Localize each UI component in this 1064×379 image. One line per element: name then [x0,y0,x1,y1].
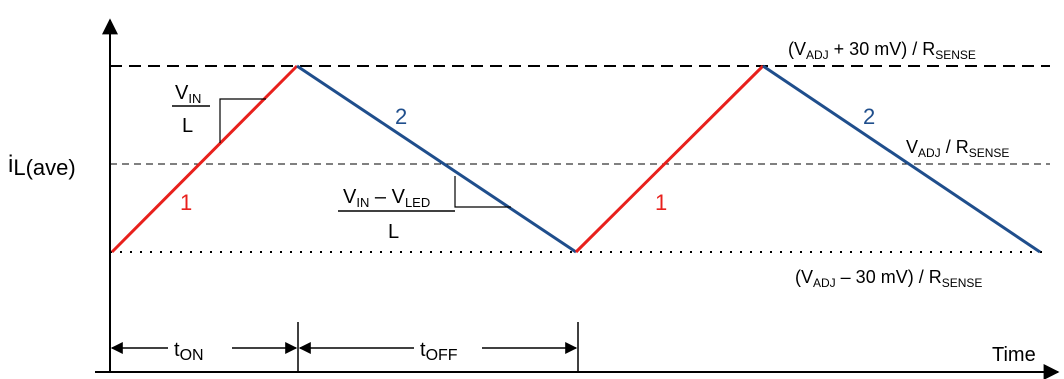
y-axis-label: iL(ave) [8,151,76,180]
fall-label-2: 2 [863,104,875,129]
fall-slope-indicator [454,176,511,208]
t-off-label: tOFF [420,339,458,364]
t-on-label: tON [174,339,204,364]
fall-slope-denominator: L [388,221,399,243]
rise-label-2: 1 [655,190,667,215]
rise-slope-denominator: L [182,115,193,137]
fall-segment-1 [296,64,577,254]
fall-slope-numerator: VIN – VLED [343,186,430,210]
fall-label-1: 2 [395,104,407,129]
rise-segment-2 [574,64,765,254]
average-current-label: VADJ / RSENSE [906,137,1009,160]
fall-segment-2 [762,64,1041,254]
rise-label-1: 1 [180,190,192,215]
rise-segment-1 [110,64,299,254]
rise-slope-numerator: VIN [175,82,201,106]
upper-threshold-label: (VADJ + 30 mV) / RSENSE [788,39,976,62]
rise-slope-indicator [219,98,266,143]
lower-threshold-label: (VADJ – 30 mV) / RSENSE [795,267,982,290]
x-axis-label: Time [992,344,1036,366]
